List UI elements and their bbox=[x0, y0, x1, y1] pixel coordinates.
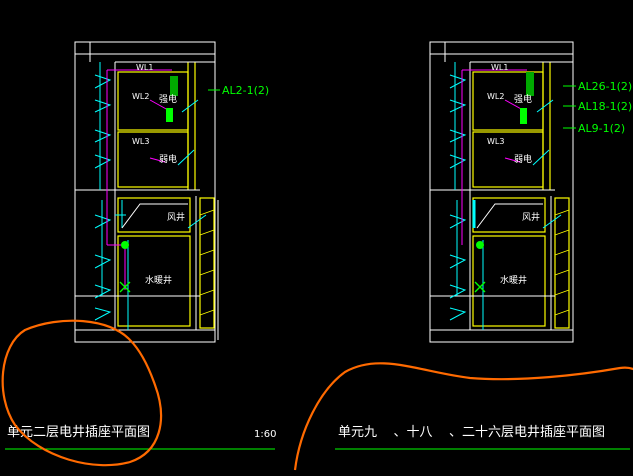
right-wl1-label: WL1 bbox=[491, 63, 508, 72]
left-scale: 1:60 bbox=[254, 429, 276, 440]
left-room-weak: 弱电 bbox=[159, 153, 177, 165]
left-room-water: 水暖井 bbox=[145, 274, 172, 286]
right-junction-dot bbox=[476, 241, 484, 249]
right-feeder-label-3: AL9-1(2) bbox=[578, 122, 625, 135]
right-hatch-wall bbox=[554, 209, 570, 316]
left-panel-hatch bbox=[170, 76, 178, 96]
markup-circle-left bbox=[1, 319, 163, 467]
right-caption: 单元九 、十八 、二十六层电井插座平面图 bbox=[338, 425, 605, 440]
left-junction-dot bbox=[121, 241, 129, 249]
left-wl2-label: WL2 bbox=[132, 92, 149, 101]
left-pipes bbox=[94, 62, 207, 330]
left-caption: 单元二层电井插座平面图 bbox=[7, 425, 150, 440]
left-wl3-label: WL3 bbox=[132, 137, 149, 146]
right-room-water: 水暖井 bbox=[500, 274, 527, 286]
left-riser-wires bbox=[106, 69, 172, 290]
right-room-strong: 强电 bbox=[514, 93, 532, 105]
left-plan: WL1 WL2 WL3 强电 弱电 风井 水暖井 AL2-1(2) bbox=[74, 41, 269, 343]
right-plan-frame bbox=[429, 41, 574, 343]
right-room-weak: 弱电 bbox=[514, 153, 532, 165]
markup-circle-right bbox=[293, 362, 633, 471]
right-wl2-label: WL2 bbox=[487, 92, 504, 101]
right-pipes bbox=[449, 62, 562, 330]
right-cross-symbol bbox=[474, 281, 486, 293]
left-hatch-wall bbox=[199, 209, 215, 316]
left-plan-frame bbox=[74, 41, 216, 343]
right-riser-wires bbox=[461, 69, 527, 245]
right-room-air: 风井 bbox=[522, 211, 540, 223]
left-room-strong: 强电 bbox=[159, 93, 177, 105]
right-feeder-label-2: AL18-1(2) bbox=[578, 100, 632, 113]
right-feeder-label-1: AL26-1(2) bbox=[578, 80, 632, 93]
right-distribution-box bbox=[520, 108, 527, 124]
left-room-air: 风井 bbox=[167, 211, 185, 223]
right-panel-hatch bbox=[526, 72, 534, 96]
left-distribution-box bbox=[166, 108, 173, 122]
left-cross-symbol bbox=[119, 281, 131, 293]
right-wl3-label: WL3 bbox=[487, 137, 504, 146]
left-wl1-label: WL1 bbox=[136, 63, 153, 72]
right-plan: WL1 WL2 WL3 强电 弱电 风井 水暖井 AL26-1(2) AL18-… bbox=[429, 41, 632, 343]
left-feeder-label: AL2-1(2) bbox=[222, 84, 269, 97]
